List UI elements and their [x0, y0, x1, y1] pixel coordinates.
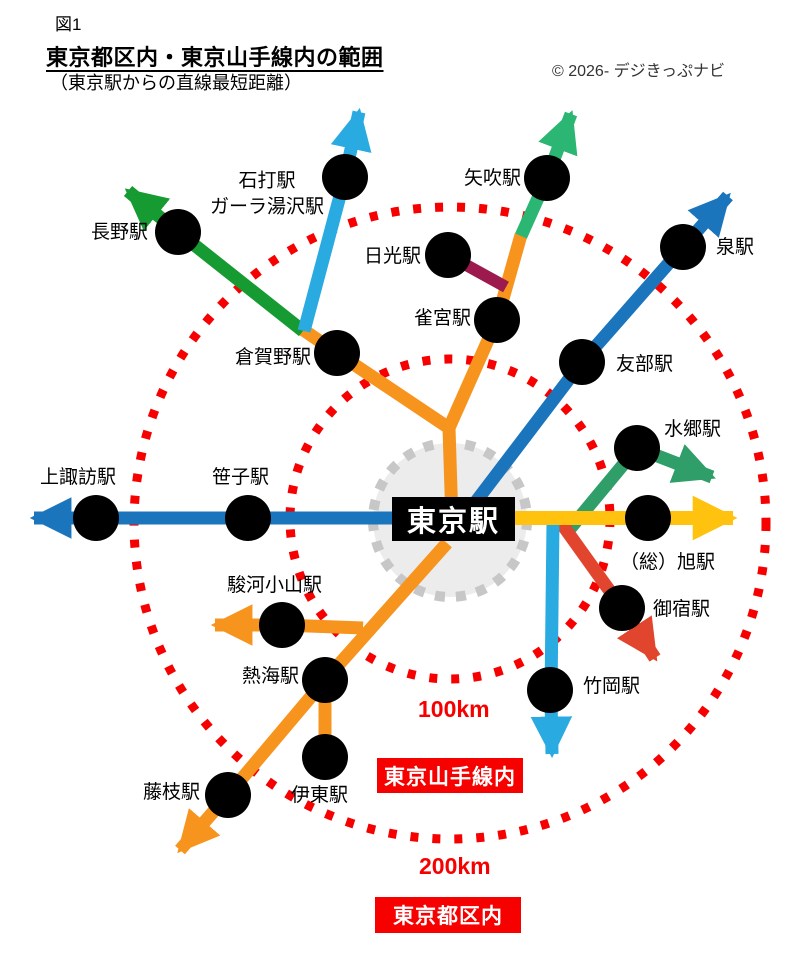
station-dot: [614, 425, 660, 471]
takeoka-line: [530, 521, 573, 759]
station-label: 上諏訪駅: [40, 467, 117, 489]
station-dot: [155, 209, 201, 255]
page-subtitle: （東京駅からの直線最短距離）: [50, 73, 302, 93]
station-label: 矢吹駅: [463, 168, 521, 190]
station-dot: [302, 734, 348, 780]
station-label: （総）旭駅: [620, 552, 716, 574]
station-dot: [225, 495, 271, 541]
ring-label-200km: 200km: [419, 853, 491, 879]
station-label: 長野駅: [90, 222, 148, 244]
station-label: 熱海駅: [241, 666, 299, 688]
tokyo-station-box: 東京駅: [392, 497, 515, 541]
station-dot: [322, 154, 368, 200]
station-dot: [660, 224, 706, 270]
copyright-notice: © 2026- デジきっぷナビ: [552, 63, 725, 80]
ring-label-100km: 100km: [418, 696, 490, 722]
station-label: 倉賀野駅: [234, 347, 311, 369]
station-dot: [599, 585, 645, 631]
station-label: 御宿駅: [653, 599, 711, 621]
tokaido-line: [175, 538, 452, 855]
station-label-line: ガーラ湯沢駅: [209, 196, 325, 217]
station-dot: [559, 339, 605, 385]
station-label: 水郷駅: [664, 419, 722, 441]
station-label: 石打駅ガーラ湯沢駅: [210, 168, 324, 219]
station-label-line: 石打駅: [238, 170, 296, 192]
station-dot: [314, 330, 360, 376]
station-dot: [474, 297, 520, 343]
station-dot: [524, 155, 570, 201]
station-dot: [205, 772, 251, 818]
zone-badge-tokyo-kunai: 東京都区内: [375, 897, 521, 933]
station-label: 泉駅: [716, 237, 755, 259]
station-label: 伊東駅: [291, 785, 349, 807]
station-dot: [527, 667, 573, 713]
station-label: 日光駅: [363, 246, 421, 268]
station-dot: [425, 232, 471, 278]
figure-number: 図1: [55, 15, 82, 34]
station-dot: [625, 495, 671, 541]
station-label: 駿河小山駅: [227, 575, 323, 597]
station-label: 笹子駅: [212, 467, 270, 489]
station-dot: [259, 602, 305, 648]
station-dot: [302, 657, 348, 703]
zone-badge-yamanote: 東京山手線内: [377, 758, 523, 793]
station-dots: [73, 154, 706, 818]
station-dot: [73, 495, 119, 541]
station-label: 藤枝駅: [142, 782, 200, 804]
joban-line: [462, 191, 733, 516]
station-label: 友部駅: [616, 354, 674, 376]
page-title: 東京都区内・東京山手線内の範囲: [46, 45, 384, 70]
station-label: 雀宮駅: [413, 308, 471, 330]
station-label: 竹岡駅: [583, 676, 641, 698]
